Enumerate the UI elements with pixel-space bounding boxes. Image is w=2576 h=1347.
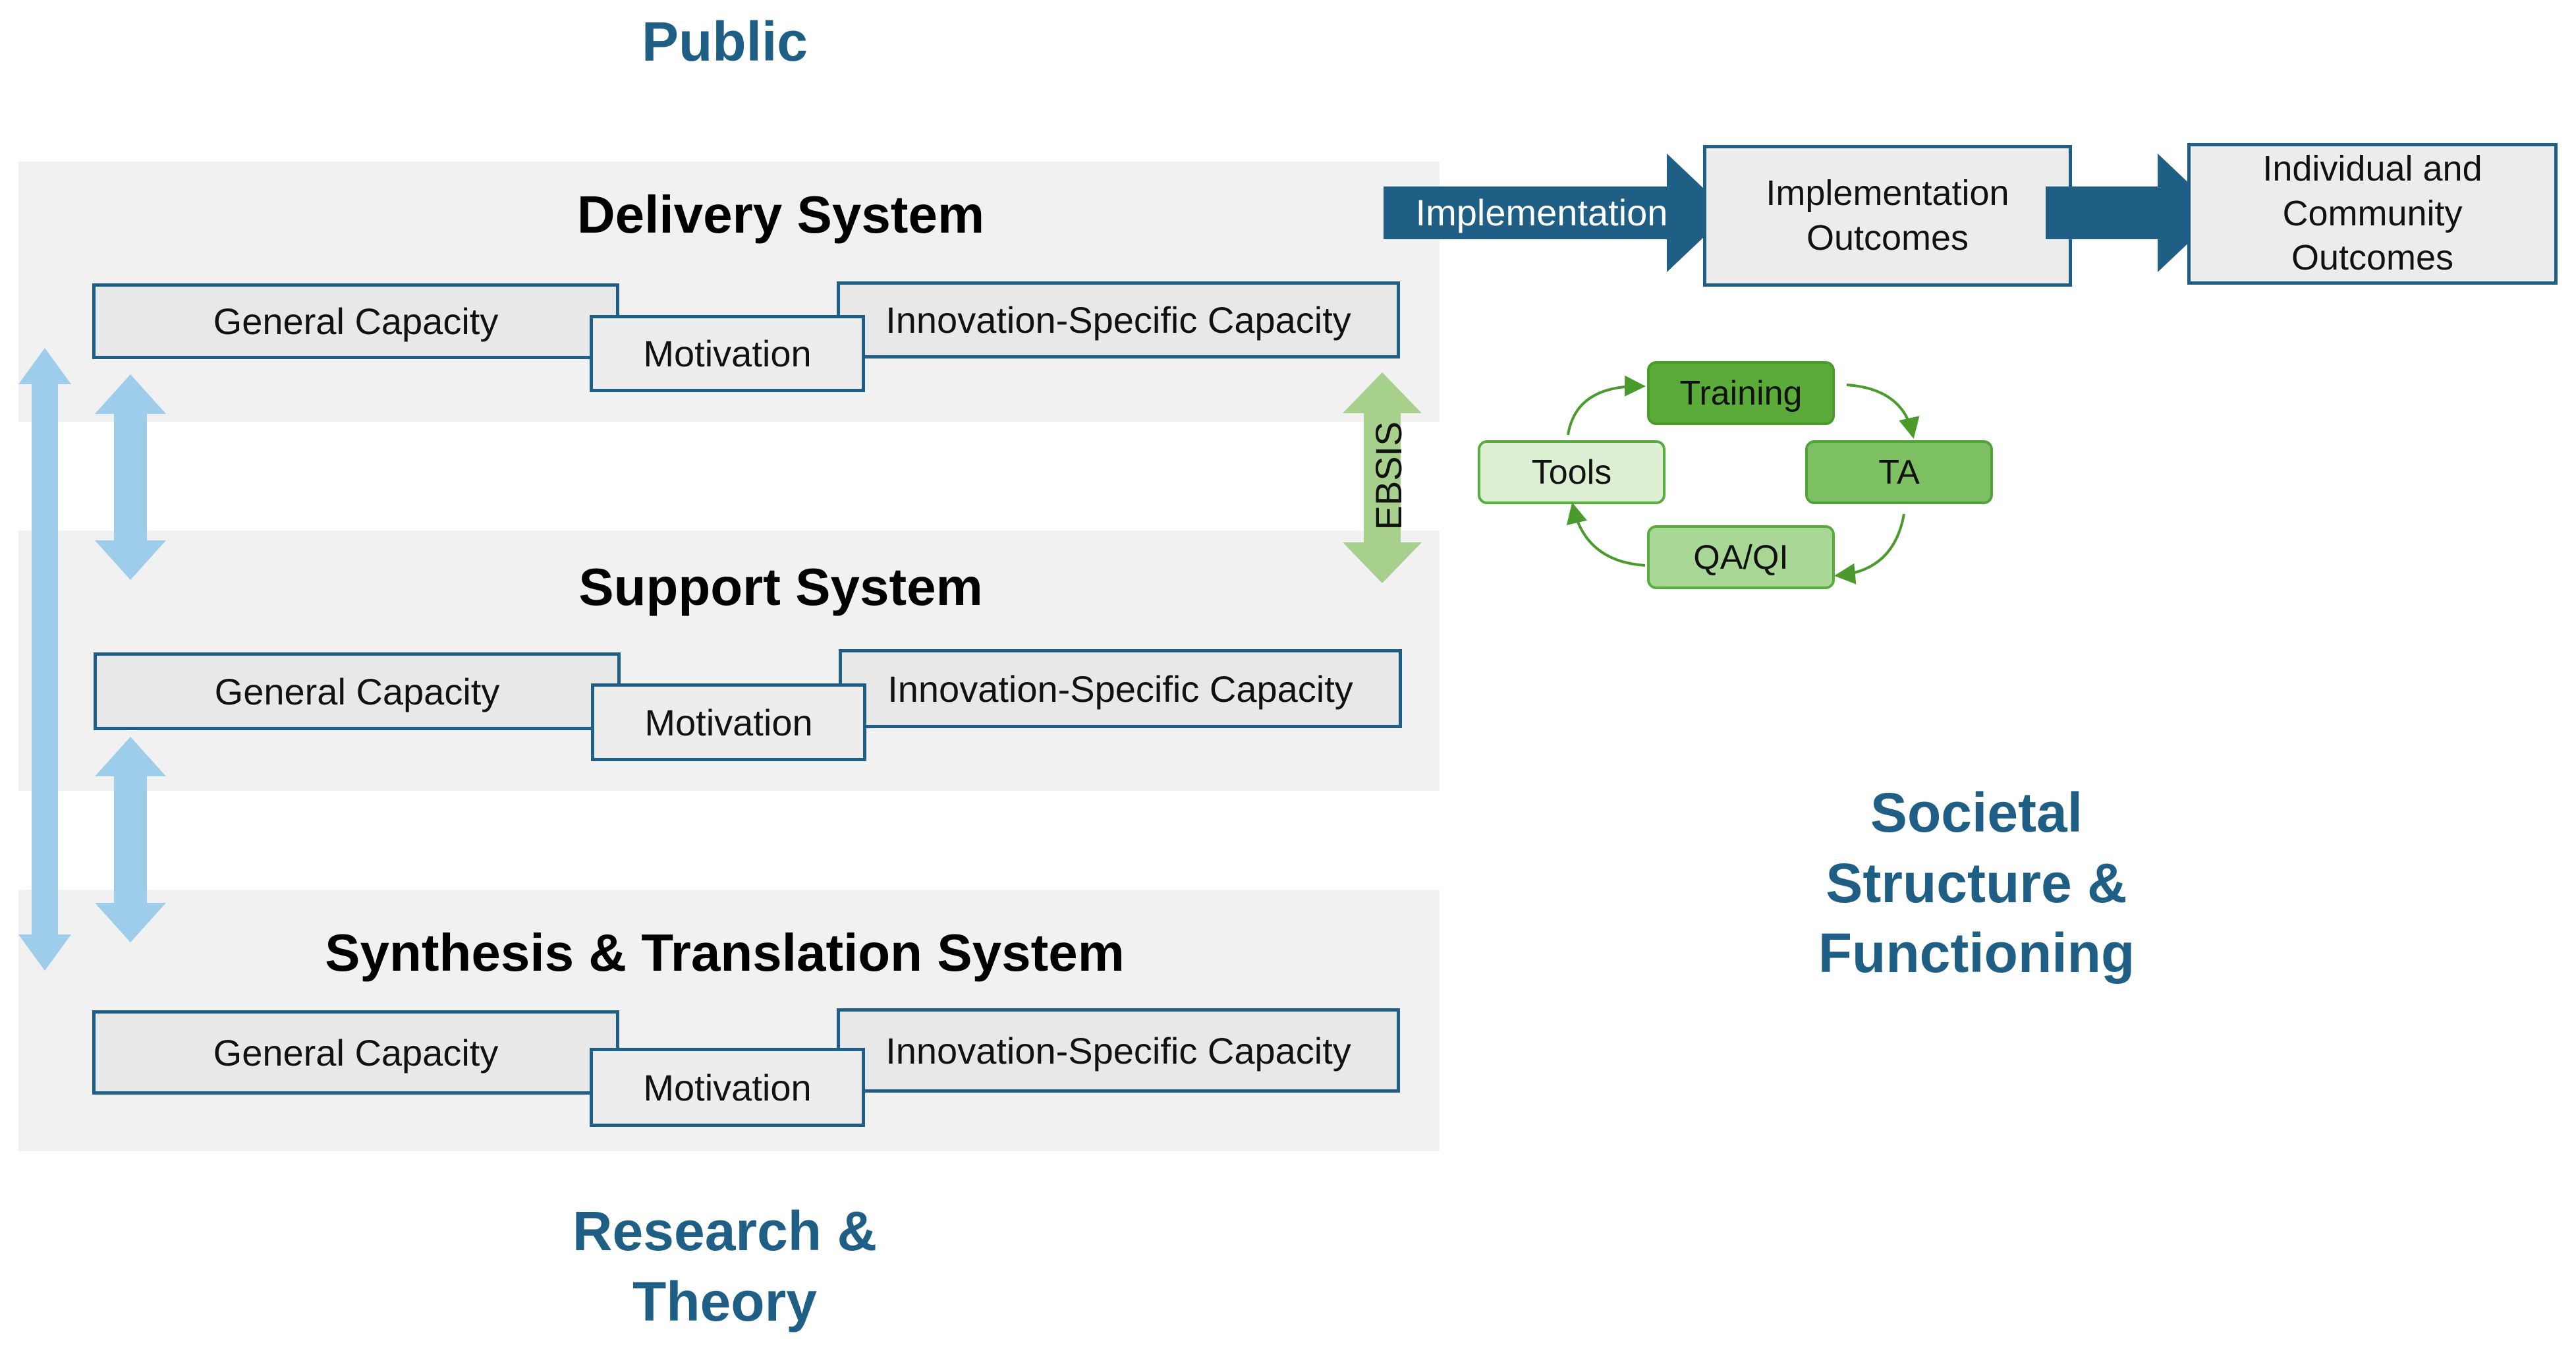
individual-outcomes-line2: Community <box>2282 193 2463 233</box>
arrow-qaqi-to-tools <box>1566 502 1646 567</box>
ta-box: TA <box>1805 440 1993 504</box>
arrow-ta-to-qaqi <box>1834 513 1905 585</box>
arrow-tools-to-training <box>1567 375 1646 436</box>
support-general-capacity: General Capacity <box>94 652 621 730</box>
societal-line3: Functioning <box>1818 922 2135 985</box>
public-heading: Public <box>641 11 808 72</box>
outcomes-arrow <box>2046 154 2220 272</box>
support-synthesis-double-arrow <box>95 737 166 942</box>
arrow-training-to-ta <box>1846 384 1920 439</box>
cycle-arrows <box>1566 375 1920 585</box>
synthesis-innovation-specific-capacity: Innovation-Specific Capacity <box>837 1008 1400 1093</box>
implementation-outcomes-line1: Implementation <box>1766 173 2009 213</box>
synthesis-general-capacity: General Capacity <box>92 1010 619 1095</box>
societal-structure-heading: Societal Structure & Functioning <box>1713 778 2240 989</box>
qaqi-box: QA/QI <box>1647 525 1835 589</box>
implementation-outcomes-box: Implementation Outcomes <box>1703 145 2072 287</box>
support-innovation-specific-capacity: Innovation-Specific Capacity <box>839 649 1402 728</box>
delivery-support-double-arrow <box>95 374 166 580</box>
support-motivation: Motivation <box>591 683 866 761</box>
societal-line1: Societal <box>1870 782 2083 844</box>
synthesis-motivation: Motivation <box>590 1048 865 1127</box>
individual-outcomes-line3: Outcomes <box>2291 238 2454 278</box>
delivery-general-capacity: General Capacity <box>92 283 619 359</box>
individual-community-outcomes-box: Individual and Community Outcomes <box>2187 143 2558 285</box>
support-system-title: Support System <box>578 558 983 616</box>
research-theory-line2: Theory <box>632 1270 818 1333</box>
long-double-arrow <box>18 348 71 971</box>
implementation-arrow <box>1384 154 1729 272</box>
societal-line2: Structure & <box>1826 851 2127 914</box>
delivery-innovation-specific-capacity: Innovation-Specific Capacity <box>837 281 1400 358</box>
delivery-motivation: Motivation <box>590 315 865 392</box>
implementation-label: Implementation <box>1415 192 1668 233</box>
delivery-system-title: Delivery System <box>576 185 985 244</box>
research-theory-line1: Research & <box>572 1200 878 1262</box>
research-theory-heading: Research & Theory <box>494 1196 955 1336</box>
ebsis-double-arrow <box>1343 372 1422 583</box>
individual-outcomes-line1: Individual and <box>2262 149 2482 189</box>
ebsis-label: EBSIS <box>1368 421 1409 530</box>
training-box: Training <box>1647 361 1835 425</box>
implementation-outcomes-line2: Outcomes <box>1806 217 1969 258</box>
synthesis-system-title: Synthesis & Translation System <box>325 923 1125 982</box>
